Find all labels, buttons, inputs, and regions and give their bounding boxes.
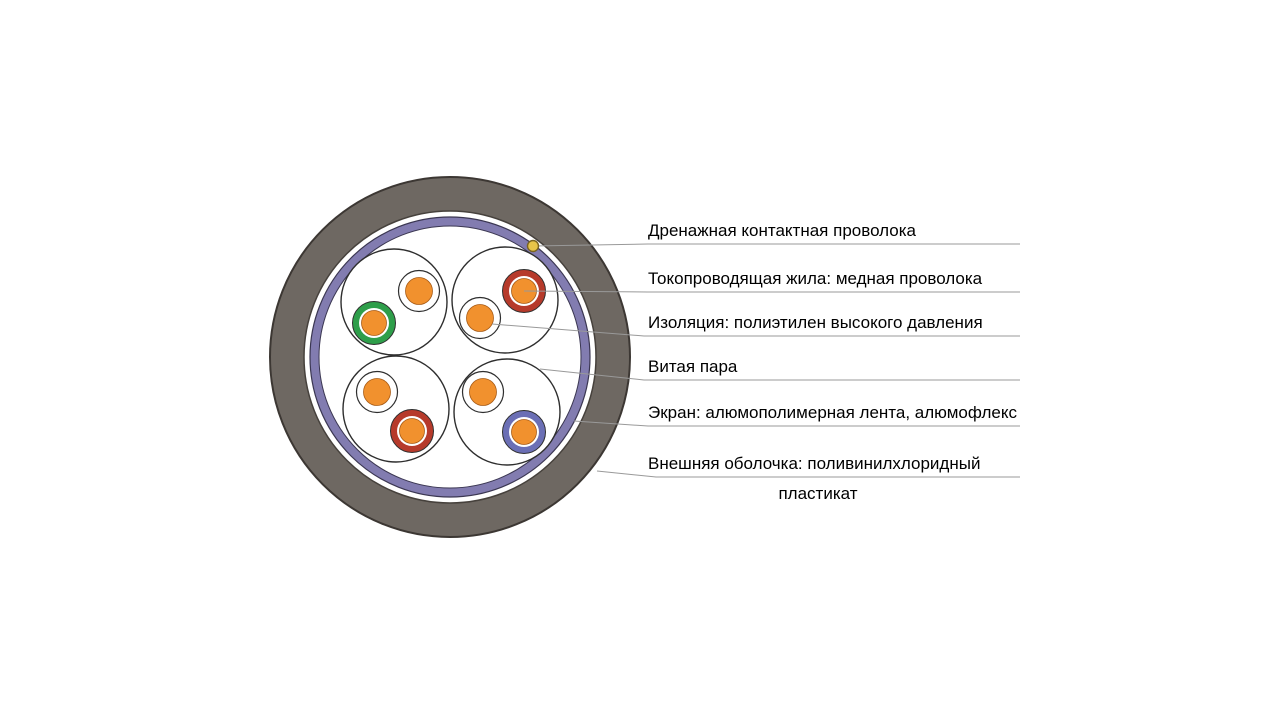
conductor-green: [352, 301, 396, 345]
leader-line-shield: [573, 420, 1020, 427]
leader-line-outer-sheath: [596, 470, 1020, 478]
leader-line-drain-wire: [532, 243, 1020, 247]
conductor-white: [458, 296, 502, 340]
conductor-white: [461, 370, 505, 414]
leader-line-twisted-pair: [539, 368, 1020, 381]
callout-twisted-pair: Витая пара: [648, 357, 738, 376]
conductor-blue: [502, 410, 546, 454]
callout-outer-sheath: Внешняя оболочка: поливинилхлоридный: [648, 454, 981, 473]
twisted-pair-bottom-left: [342, 355, 450, 463]
callout-conductor: Токопроводящая жила: медная проволока: [648, 269, 983, 288]
drain-wire: [526, 239, 540, 253]
conductor-red: [390, 409, 434, 453]
callout-shield: Экран: алюмополимерная лента, алюмофлекс: [648, 403, 1017, 422]
callout-outer-sheath-line2: пластикат: [778, 484, 858, 503]
callout-insulation: Изоляция: полиэтилен высокого давления: [648, 313, 983, 332]
conductor-white: [355, 370, 399, 414]
conductor-white: [397, 269, 441, 313]
callout-drain-wire: Дренажная контактная проволока: [648, 221, 916, 240]
leader-line-conductor: [523, 290, 1020, 293]
twisted-pair-bottom-right: [453, 358, 561, 466]
leader-line-insulation: [491, 323, 1020, 337]
